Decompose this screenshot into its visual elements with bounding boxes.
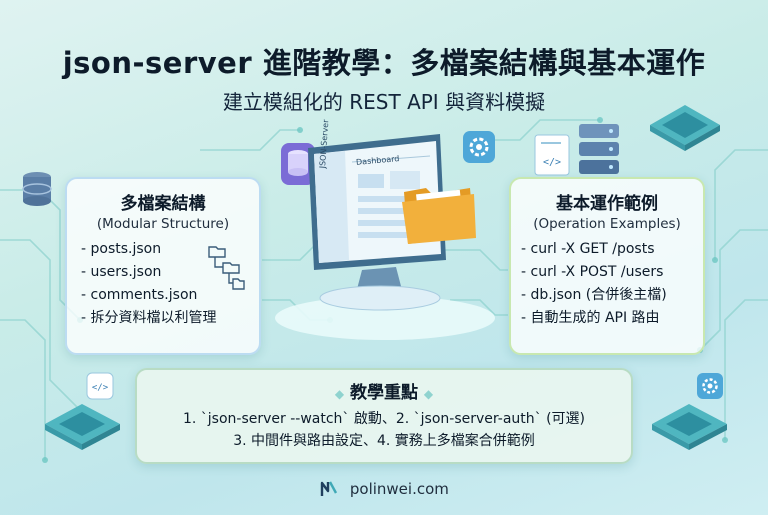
footer: polinwei.com (0, 479, 768, 499)
list-item: - posts.json (81, 241, 162, 257)
page-subtitle: 建立模組化的 REST API 與資料模擬 (222, 90, 546, 114)
key-points-card: ◆ 教學重點 ◆ 1. `json-server --watch` 啟動、2. … (135, 368, 633, 464)
code-icon: </> (86, 372, 114, 400)
gear-icon (697, 373, 723, 399)
server-stack-icon (579, 124, 619, 174)
operation-examples-card: 基本運作範例 (Operation Examples) - curl -X GE… (509, 177, 705, 355)
site-link[interactable]: polinwei.com (349, 480, 449, 498)
card-heading: ◆ 教學重點 ◆ (147, 378, 621, 403)
database-icon (281, 143, 315, 185)
list-item: - 自動生成的 API 路由 (521, 310, 660, 326)
svg-text:</>: </> (92, 383, 109, 393)
list-item: - db.json (合併後主檔) (521, 287, 667, 303)
database-icon (22, 172, 52, 206)
key-point-line: 1. `json-server --watch` 啟動、2. `json-ser… (182, 411, 586, 427)
list-item: - users.json (81, 264, 162, 280)
file-tree-icon (208, 246, 245, 290)
logo-icon (320, 481, 338, 496)
modular-structure-card: 多檔案結構 (Modular Structure) - posts.json -… (65, 177, 261, 355)
chip-icon (652, 404, 727, 450)
page-title: json-server 進階教學：多檔案結構與基本運作 (62, 46, 706, 80)
card-subheading: (Operation Examples) (533, 216, 681, 232)
card-subheading: (Modular Structure) (96, 216, 230, 232)
code-icon: </> (534, 134, 570, 176)
list-item: - curl -X GET /posts (521, 241, 655, 257)
card-heading: 基本運作範例 (556, 194, 658, 214)
list-item: - 拆分資料檔以利管理 (81, 310, 217, 326)
key-point-line: 3. 中間件與路由設定、4. 實務上多檔案合併範例 (233, 433, 535, 449)
sparkle-icon: ◆ (334, 387, 345, 401)
card-heading-text: 教學重點 (350, 383, 418, 403)
chip-icon (650, 105, 720, 151)
gear-icon (463, 131, 495, 163)
folder-icon (402, 188, 476, 244)
svg-text:</>: </> (543, 157, 561, 168)
sparkle-icon: ◆ (423, 387, 434, 401)
list-item: - curl -X POST /users (521, 264, 664, 280)
card-heading: 多檔案結構 (120, 194, 206, 214)
list-item: - comments.json (81, 287, 198, 303)
chip-icon (45, 404, 120, 450)
